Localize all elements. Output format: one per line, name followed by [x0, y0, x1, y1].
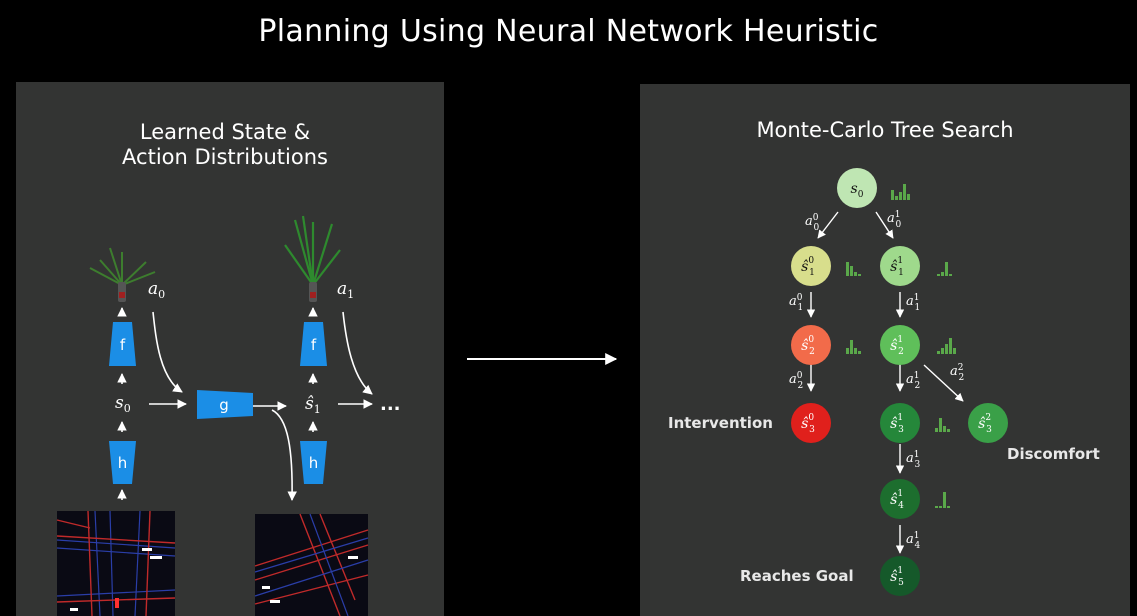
slide-title: Planning Using Neural Network Heuristic — [258, 14, 879, 49]
label-a0: a0 — [148, 279, 165, 301]
bars-s4-1 — [935, 492, 950, 508]
label-discomfort: Discomfort — [1007, 445, 1100, 463]
label-reaches-goal: Reaches Goal — [740, 567, 854, 585]
svg-text:ŝ13: ŝ13 — [890, 413, 904, 435]
svg-text:ŝ03: ŝ03 — [801, 413, 815, 435]
map-thumbnail-left — [56, 510, 176, 616]
bars-s1-1 — [937, 262, 952, 276]
block-h-right: h — [300, 441, 327, 484]
block-f-right: f — [300, 322, 327, 366]
label-s1-hat: ŝ1 — [305, 394, 321, 416]
block-h-left: h — [109, 441, 136, 484]
bars-s1-0 — [846, 262, 861, 276]
svg-text:g: g — [219, 396, 229, 414]
left-title-line1: Learned State & — [139, 120, 311, 144]
svg-text:s0: s0 — [851, 181, 864, 200]
left-title-line2: Action Distributions — [122, 145, 328, 169]
edge-a2-2 — [923, 364, 964, 402]
svg-text:ŝ15: ŝ15 — [890, 566, 904, 588]
label-s0: s0 — [115, 393, 131, 415]
svg-text:f: f — [120, 336, 126, 354]
block-f-left: f — [109, 322, 136, 366]
svg-text:h: h — [118, 454, 128, 472]
action-fan-left — [89, 247, 156, 302]
svg-text:ŝ23: ŝ23 — [978, 413, 992, 435]
label-a1: a1 — [337, 279, 354, 301]
tree-edges — [806, 211, 964, 554]
svg-text:f: f — [311, 336, 317, 354]
left-panel-title: Learned State & Action Distributions — [16, 120, 434, 170]
node-s0: s0 — [837, 168, 877, 208]
svg-text:ŝ01: ŝ01 — [801, 256, 815, 278]
edge-a0-0 — [817, 211, 839, 239]
svg-text:h: h — [309, 454, 319, 472]
bars-s2-0 — [846, 340, 861, 354]
ellipsis: ... — [380, 394, 401, 415]
edge-a0-1 — [875, 211, 894, 239]
map-thumbnail-right — [254, 513, 369, 616]
svg-text:ŝ12: ŝ12 — [890, 335, 904, 357]
bars-s0 — [891, 184, 910, 200]
block-g: g — [197, 390, 253, 419]
action-fan-right — [284, 215, 341, 302]
distribution-bars — [846, 184, 956, 508]
flow-arrows-left — [117, 307, 373, 501]
svg-text:ŝ02: ŝ02 — [801, 335, 815, 357]
math-labels-left: a0 a1 s0 ŝ1 — [115, 279, 354, 416]
label-intervention: Intervention — [668, 414, 773, 432]
svg-text:ŝ11: ŝ11 — [890, 256, 904, 278]
bars-s2-1 — [937, 338, 956, 354]
right-panel-title: Monte-Carlo Tree Search — [756, 118, 1014, 142]
bars-s3-1 — [935, 418, 950, 432]
svg-text:ŝ14: ŝ14 — [890, 489, 904, 511]
